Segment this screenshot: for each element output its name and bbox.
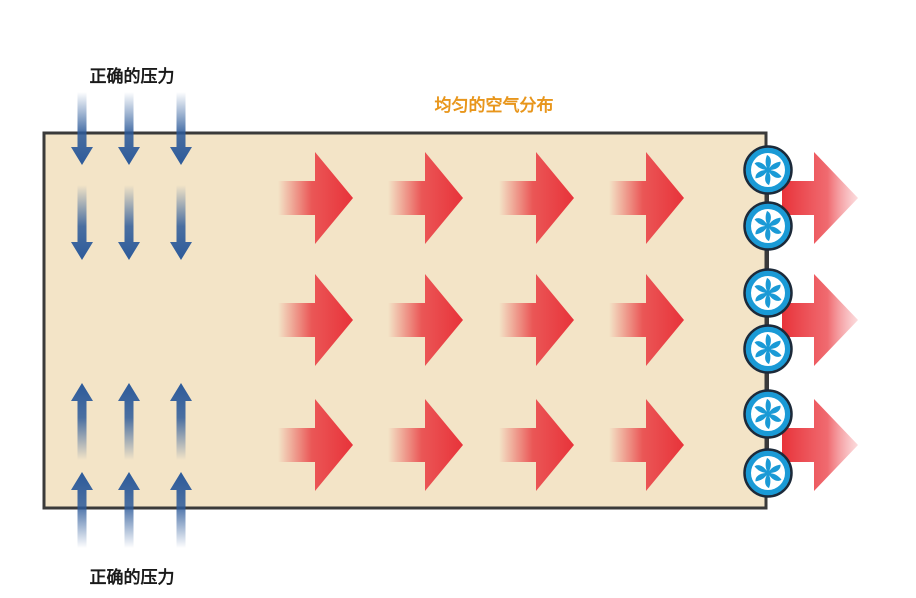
arrow-down-icon	[71, 92, 93, 165]
arrow-right-icon	[278, 399, 353, 491]
exhaust-arrow-icon	[782, 274, 858, 366]
arrow-right-icon	[278, 152, 353, 244]
airflow-arrows	[278, 152, 684, 491]
exhaust-arrow-icon	[782, 152, 858, 244]
arrow-up-icon	[170, 472, 192, 548]
top-pressure-label: 正确的压力	[89, 67, 175, 87]
airflow-label: 均匀的空气分布	[434, 96, 554, 116]
arrow-up-icon	[71, 383, 93, 460]
outlet-arrows	[71, 383, 192, 548]
arrow-right-icon	[278, 274, 353, 366]
arrow-right-icon	[499, 152, 574, 244]
exhaust-arrow-icon	[782, 399, 858, 491]
exhaust-fans	[743, 145, 793, 498]
arrow-down-icon	[170, 92, 192, 165]
arrow-right-icon	[388, 152, 463, 244]
fan-icon	[743, 448, 793, 498]
arrow-right-icon	[609, 399, 684, 491]
arrow-right-icon	[609, 274, 684, 366]
arrow-down-icon	[118, 185, 140, 260]
arrow-down-icon	[170, 185, 192, 260]
arrow-right-icon	[609, 152, 684, 244]
fan-icon	[743, 268, 793, 318]
arrow-right-icon	[388, 399, 463, 491]
fan-icon	[743, 145, 793, 195]
arrow-up-icon	[71, 472, 93, 548]
arrow-right-icon	[388, 274, 463, 366]
fan-icon	[743, 389, 793, 439]
arrow-up-icon	[118, 383, 140, 460]
exhaust-arrows	[782, 152, 858, 491]
arrow-right-icon	[499, 399, 574, 491]
arrow-right-icon	[499, 274, 574, 366]
arrow-up-icon	[118, 472, 140, 548]
arrow-down-icon	[118, 92, 140, 165]
fan-icon	[743, 201, 793, 251]
arrow-up-icon	[170, 383, 192, 460]
fan-icon	[743, 324, 793, 374]
inlet-arrows	[71, 92, 192, 260]
arrow-down-icon	[71, 185, 93, 260]
bottom-pressure-label: 正确的压力	[89, 568, 175, 588]
